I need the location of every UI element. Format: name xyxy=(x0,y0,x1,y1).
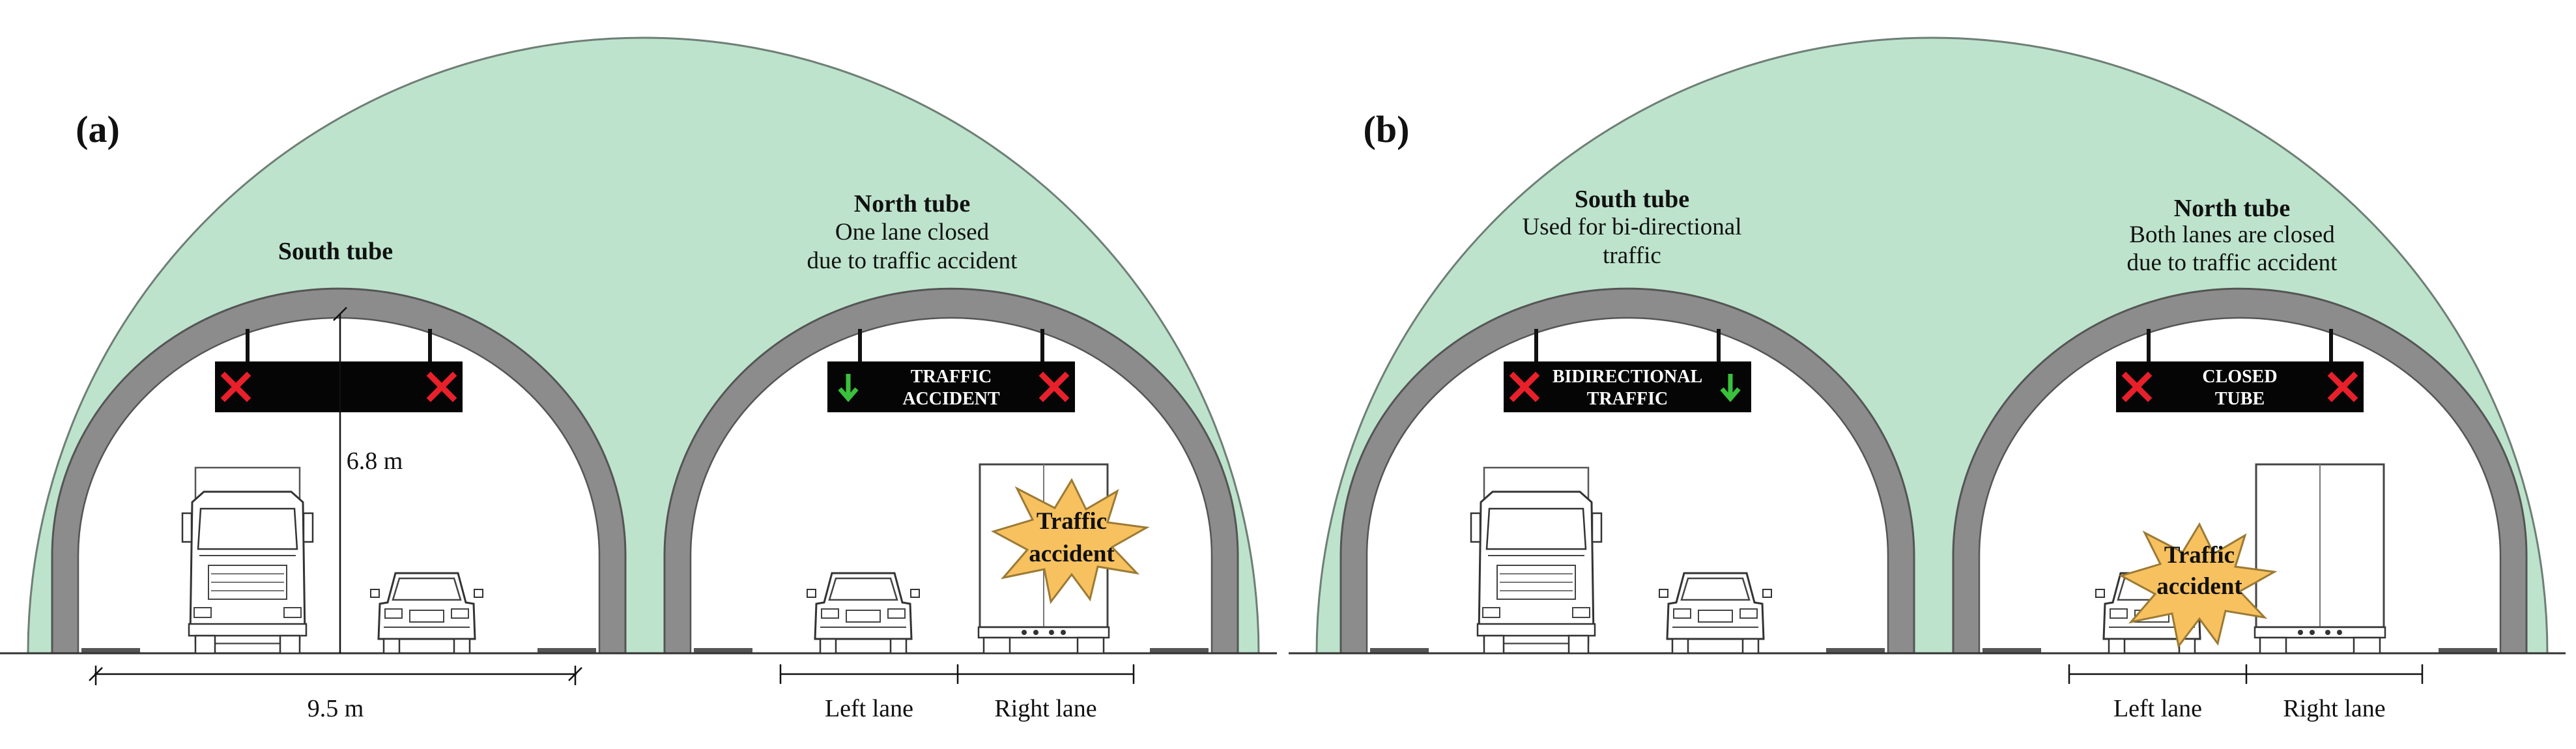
truck-front-view xyxy=(181,466,314,655)
right-lane-label: Right lane xyxy=(994,695,1096,722)
south-tube-title: South tube xyxy=(1575,186,1689,213)
panel-label: (a) xyxy=(76,108,120,150)
sign-text-line2: ACCIDENT xyxy=(902,389,1000,409)
south-tube-note: Used for bi-directional xyxy=(1523,214,1742,240)
curb xyxy=(81,648,140,653)
right-lane-label: Right lane xyxy=(2283,695,2385,722)
accident-label: Traffic xyxy=(1037,508,1107,535)
curb xyxy=(1150,648,1209,653)
sign-text-line1: TRAFFIC xyxy=(911,367,992,387)
curb xyxy=(537,648,596,653)
curb xyxy=(1982,648,2041,653)
north-tube-note: due to traffic accident xyxy=(2127,249,2338,276)
north-tube-title: North tube xyxy=(854,190,970,218)
sign-text-line1: BIDIRECTIONAL xyxy=(1553,367,1702,387)
north-tube-note: Both lanes are closed xyxy=(2129,221,2335,248)
south-tube-sign xyxy=(1504,361,1751,412)
sign-text-line1: CLOSED xyxy=(2202,367,2277,387)
panel-label: (b) xyxy=(1364,108,1410,150)
sign-text-line2: TRAFFIC xyxy=(1587,389,1668,409)
north-tube-note: due to traffic accident xyxy=(807,247,1018,274)
sign-text-line2: TUBE xyxy=(2215,389,2265,409)
curb xyxy=(1826,648,1885,653)
accident-label: accident xyxy=(2156,573,2242,600)
curb xyxy=(1370,648,1429,653)
width-dimension-label: 9.5 m xyxy=(308,695,364,722)
curb xyxy=(2439,648,2497,653)
truck-front-view xyxy=(1470,466,1603,655)
north-tube-note: One lane closed xyxy=(835,219,990,246)
accident-label: accident xyxy=(1029,541,1115,567)
north-tube-sign xyxy=(827,361,1075,412)
south-tube-sign xyxy=(215,361,463,412)
north-tube-title: North tube xyxy=(2174,195,2290,222)
north-tube-sign xyxy=(2116,361,2364,412)
accident-label: Traffic xyxy=(2164,542,2235,569)
left-lane-label: Left lane xyxy=(2113,695,2202,722)
truck-rear-view xyxy=(2254,463,2386,655)
left-lane-label: Left lane xyxy=(825,695,913,722)
curb xyxy=(694,648,752,653)
south-tube-title: South tube xyxy=(278,238,393,265)
height-dimension-label: 6.8 m xyxy=(347,447,403,475)
south-tube-note: traffic xyxy=(1603,242,1661,269)
